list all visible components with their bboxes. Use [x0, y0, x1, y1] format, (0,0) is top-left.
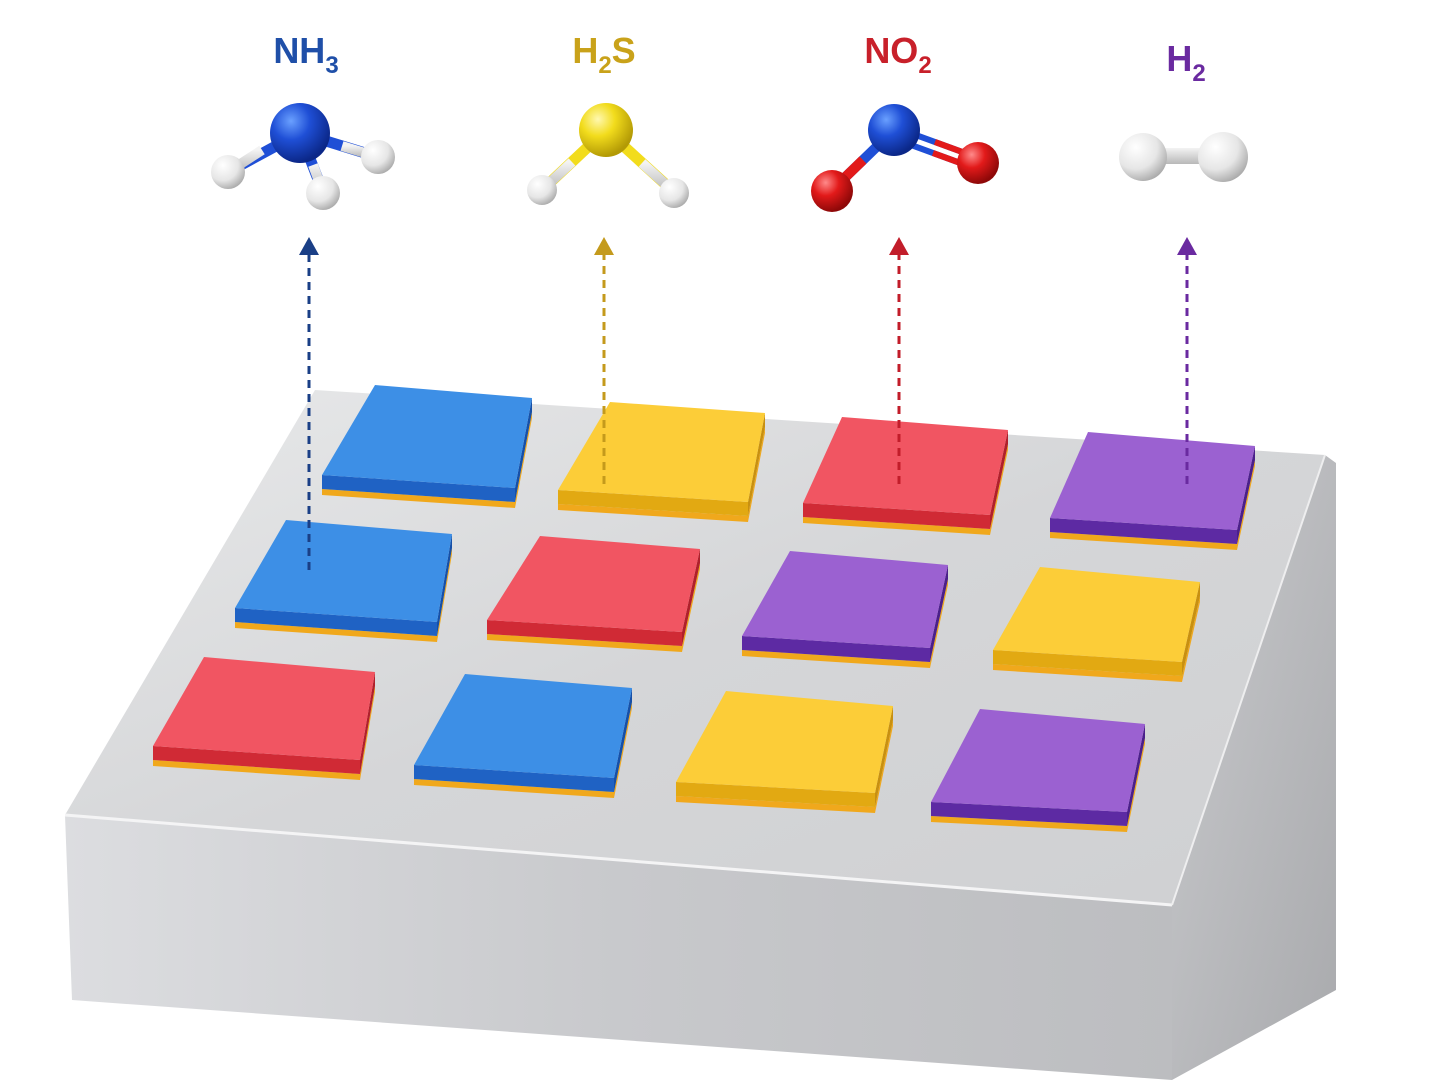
- electrode-front: [322, 489, 515, 508]
- arrow-head: [594, 237, 614, 255]
- gas-label-nitrogen-dioxide: NO2: [864, 30, 931, 79]
- electrode-front: [558, 504, 748, 522]
- sensor-pad-blue: [235, 520, 452, 642]
- sensor-pad-red: [153, 657, 375, 780]
- pad-top-face: [1050, 432, 1255, 530]
- substrate-side-face: [1172, 455, 1336, 1080]
- electrode-front: [487, 634, 682, 652]
- pad-top-face: [742, 551, 948, 648]
- pad-front-face: [153, 746, 360, 774]
- electrode-side: [875, 720, 893, 813]
- sensor-pad-yellow: [993, 567, 1200, 682]
- pad-side-face: [930, 565, 948, 662]
- electrode-side: [1182, 596, 1200, 682]
- pad-front-face: [993, 650, 1182, 676]
- pad-side-face: [1237, 446, 1255, 544]
- pad-front-face: [803, 503, 990, 529]
- substrate-block: [64, 390, 1336, 1080]
- pad-top-face: [414, 674, 632, 778]
- pad-front-face: [1050, 518, 1237, 544]
- detection-arrow: [889, 237, 909, 484]
- pad-top-face: [558, 402, 765, 502]
- pad-side-face: [1127, 724, 1145, 826]
- sensor-pad-blue: [414, 674, 632, 798]
- electrode-side: [614, 702, 632, 798]
- electrode-side: [1237, 460, 1255, 550]
- pad-front-face: [558, 490, 748, 516]
- ammonia-molecule-icon: [211, 103, 395, 210]
- electrode-front: [931, 816, 1127, 832]
- electrode-side: [515, 412, 532, 508]
- electrode-front: [1050, 532, 1237, 550]
- electrode-side: [990, 444, 1008, 535]
- electrode-front: [235, 622, 437, 642]
- pad-side-face: [875, 706, 893, 807]
- pad-top-face: [676, 691, 893, 793]
- substrate-front-face: [65, 815, 1172, 1080]
- pad-top-face: [235, 520, 452, 622]
- pad-front-face: [676, 782, 875, 807]
- gas-label-ammonia: NH3: [273, 30, 338, 79]
- pad-front-face: [235, 608, 437, 636]
- pad-front-face: [742, 636, 930, 662]
- arrow-head: [1177, 237, 1197, 255]
- sensor-pad-purple: [742, 551, 948, 668]
- pad-top-face: [993, 567, 1200, 662]
- pad-top-face: [487, 536, 700, 632]
- sensor-pad-red: [803, 417, 1008, 535]
- detection-arrow: [594, 237, 614, 484]
- electrode-front: [676, 796, 875, 813]
- pad-front-face: [931, 802, 1127, 826]
- electrode-side: [360, 686, 375, 780]
- pad-front-face: [487, 620, 682, 646]
- pad-side-face: [990, 430, 1008, 529]
- nitrogen-dioxide-molecule-icon: [811, 104, 999, 212]
- sensor-pad-yellow: [558, 402, 765, 522]
- sensor-pad-grid: [153, 385, 1255, 832]
- detection-arrow: [1177, 237, 1197, 484]
- hydrogen-molecule-icon: [1119, 132, 1248, 182]
- sensor-pad-purple: [1050, 432, 1255, 550]
- sensor-pad-purple: [931, 709, 1145, 832]
- pad-side-face: [682, 549, 700, 646]
- substrate-edge-highlight: [64, 813, 1173, 907]
- pad-top-face: [153, 657, 375, 760]
- electrode-front: [414, 779, 614, 798]
- pad-side-face: [515, 398, 532, 502]
- gas-label-hydrogen-sulfide: H2S: [572, 30, 635, 79]
- pad-top-face: [803, 417, 1008, 515]
- arrow-head: [889, 237, 909, 255]
- electrode-side: [682, 563, 700, 652]
- electrode-side: [748, 427, 765, 522]
- pad-side-face: [437, 534, 452, 636]
- electrode-front: [803, 517, 990, 535]
- pad-side-face: [614, 688, 632, 792]
- hydrogen-sulfide-molecule-icon: [527, 103, 689, 208]
- electrode-side: [437, 548, 452, 642]
- pad-top-face: [931, 709, 1145, 812]
- pad-front-face: [322, 475, 515, 502]
- pad-front-face: [414, 765, 614, 792]
- sensor-pad-yellow: [676, 691, 893, 813]
- electrode-front: [993, 664, 1182, 682]
- substrate-corner-highlight: [1171, 454, 1326, 906]
- gas-label-hydrogen: H2: [1166, 38, 1205, 87]
- pad-top-face: [322, 385, 532, 488]
- electrode-side: [1127, 738, 1145, 832]
- detection-arrow: [299, 237, 319, 570]
- electrode-front: [742, 650, 930, 668]
- sensor-pad-red: [487, 536, 700, 652]
- pad-side-face: [360, 672, 375, 774]
- pad-side-face: [1182, 582, 1200, 676]
- sensor-pad-blue: [322, 385, 532, 508]
- arrow-head: [299, 237, 319, 255]
- detection-arrows: [299, 237, 1197, 570]
- electrode-side: [930, 579, 948, 668]
- pad-side-face: [748, 413, 765, 516]
- electrode-front: [153, 760, 360, 780]
